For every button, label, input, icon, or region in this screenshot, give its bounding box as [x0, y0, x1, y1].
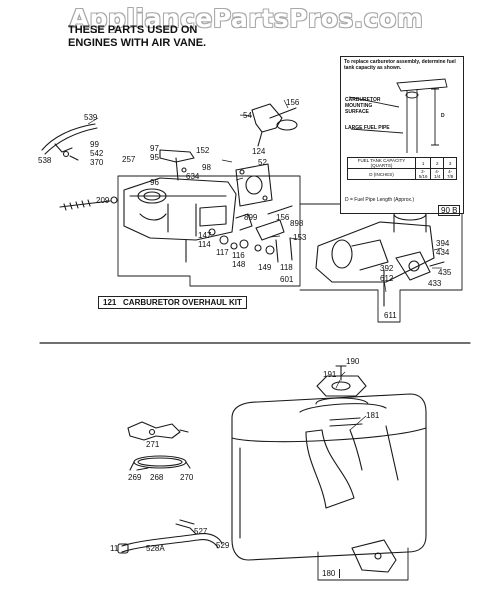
inset-table-cell: 2-5/16 — [415, 168, 432, 180]
gasket-drawing — [235, 163, 273, 207]
inset-table-header-row: FUEL TANK CAPACITY (QUARTS) 1 2 3 — [346, 157, 457, 169]
part-number-95: 95 — [150, 153, 159, 162]
inset-carb-sketch — [348, 78, 448, 153]
choke-bracket-drawing — [251, 103, 298, 147]
part-number-538: 538 — [38, 156, 52, 165]
part-number-54: 54 — [243, 111, 252, 120]
part-number-268: 268 — [150, 473, 164, 482]
inset-table-cell: D (INCHES) — [346, 168, 417, 180]
hose-clamp-drawing — [129, 455, 191, 471]
part-number-435: 435 — [438, 268, 452, 277]
part-number-98: 98 — [202, 163, 211, 172]
box-label-90b: 90 B — [438, 205, 461, 216]
part-number-257: 257 — [122, 155, 136, 164]
part-number-116: 116 — [232, 251, 245, 260]
inset-table-header-cell: FUEL TANK CAPACITY (QUARTS) — [346, 157, 417, 169]
part-number-124: 124 — [252, 147, 266, 156]
part-number-269: 269 — [128, 473, 142, 482]
kit-number: 121 — [103, 298, 117, 307]
part-number-612: 612 — [380, 274, 394, 283]
part-number-148: 148 — [232, 260, 246, 269]
part-number-152: 152 — [196, 146, 210, 155]
note-line-1: THESE PARTS USED ON — [68, 24, 198, 36]
part-number-11: 11 — [110, 544, 119, 553]
part-number-433: 433 — [428, 279, 442, 288]
part-number-542: 542 — [90, 149, 104, 158]
fuel-clip-drawing — [127, 421, 189, 441]
part-number-209: 209 — [96, 196, 110, 205]
part-number-529: 529 — [216, 541, 230, 550]
part-number-394: 394 — [436, 239, 450, 248]
inset-dim-label: D — [441, 113, 445, 119]
part-number-117: 117 — [216, 248, 229, 257]
inset-table-data-row: D (INCHES) 2-5/16 4-1/4 4-7/8 — [346, 168, 457, 180]
carburetor-body-drawing — [123, 177, 253, 263]
part-number-539: 539 — [84, 113, 98, 122]
part-number-527: 527 — [194, 527, 208, 536]
part-number-114: 114 — [198, 240, 211, 249]
part-number-96: 96 — [150, 178, 159, 187]
inset-box: To replace carburetor assembly, determin… — [340, 56, 464, 214]
kit-text: CARBURETOR OVERHAUL KIT — [123, 298, 242, 307]
applicability-note: THESE PARTS USED ON ENGINES WITH AIR VAN… — [68, 24, 206, 50]
part-number-147: 147 — [198, 231, 212, 240]
box-label-611: 611 — [384, 311, 397, 320]
note-line-2: ENGINES WITH AIR VANE. — [68, 37, 207, 49]
part-number-190: 190 — [346, 357, 360, 366]
part-number-370: 370 — [90, 158, 104, 167]
part-number-434: 434 — [436, 248, 450, 257]
part-number-528a: 528A — [146, 544, 165, 553]
fuel-line-drawing — [117, 519, 223, 554]
inset-instructions: To replace carburetor assembly, determin… — [344, 59, 456, 71]
part-number-392: 392 — [380, 264, 394, 273]
part-number-99: 99 — [90, 140, 99, 149]
tank-cap-drawing — [316, 365, 367, 397]
inset-table-header-cell: 2 — [430, 157, 445, 169]
part-number-181: 181 — [366, 411, 380, 420]
part-number-149: 149 — [258, 263, 272, 272]
fuel-pump-body-drawing — [315, 207, 445, 307]
part-number-899: 899 — [244, 213, 258, 222]
part-number-118: 118 — [280, 263, 293, 272]
watermark-text: AppliancePartsPros.com — [69, 4, 424, 33]
inset-footnote: D = Fuel Pipe Length (Approx.) — [345, 197, 415, 203]
inset-surface-label: CARBURETOR MOUNTING SURFACE — [345, 97, 381, 115]
box-label-601: 601 — [280, 275, 294, 284]
fuel-tank-drawing — [231, 393, 427, 561]
part-number-156-top: 156 — [286, 98, 300, 107]
part-number-97: 97 — [150, 144, 159, 153]
governor-link-drawing — [41, 123, 98, 161]
needle-screw-drawing — [59, 196, 118, 211]
part-number-271: 271 — [146, 440, 160, 449]
part-number-898: 898 — [290, 219, 304, 228]
small-parts-drawing — [219, 205, 293, 263]
inset-table-cell: 4-1/4 — [430, 168, 445, 180]
inset-fuel-pipe-label: LARGE FUEL PIPE — [345, 125, 390, 131]
inset-capacity-table: FUEL TANK CAPACITY (QUARTS) 1 2 3 D (INC… — [346, 157, 457, 180]
part-number-52: 52 — [258, 158, 267, 167]
part-number-156-mid: 156 — [276, 213, 290, 222]
carburetor-kit-label: 121 CARBURETOR OVERHAUL KIT — [98, 296, 247, 309]
box-label-180: 180 — [322, 569, 341, 578]
inset-table-header-cell: 3 — [443, 157, 457, 169]
part-number-191: 191 — [323, 370, 337, 379]
inset-table-cell: 4-7/8 — [443, 168, 457, 180]
inset-table-header-cell: 1 — [415, 157, 432, 169]
part-number-634: 634 — [186, 172, 200, 181]
part-number-153: 153 — [293, 233, 307, 242]
part-number-270: 270 — [180, 473, 194, 482]
